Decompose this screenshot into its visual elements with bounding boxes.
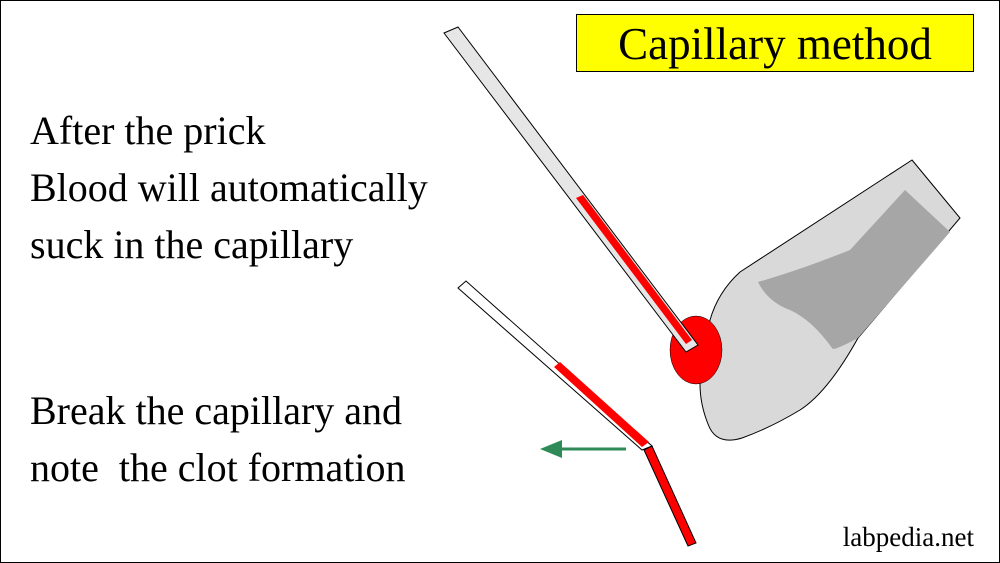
title-box: Capillary method	[576, 14, 974, 72]
capillary-tube-upper	[443, 26, 699, 353]
finger-illustration	[699, 159, 961, 441]
title-text: Capillary method	[618, 19, 932, 69]
broken-capillary-upper-piece	[457, 280, 653, 451]
caption-line: Blood will automatically	[30, 165, 428, 210]
broken-capillary-lower-piece	[643, 445, 697, 547]
caption-line: Break the capillary and	[30, 388, 403, 433]
left-arrow-icon	[540, 440, 626, 458]
blood-column-upper	[576, 195, 692, 344]
arrow-head	[540, 440, 562, 458]
caption-break: Break the capillary and note the clot fo…	[30, 382, 405, 496]
caption-line: note the clot formation	[30, 445, 406, 490]
blood-column-broken-upper	[554, 362, 649, 447]
caption-line: After the prick	[30, 108, 266, 153]
caption-line: suck in the capillary	[30, 222, 354, 267]
watermark-text: labpedia.net	[842, 522, 974, 552]
fingernail-shape	[758, 190, 950, 349]
caption-prick: After the prick Blood will automatically…	[30, 102, 428, 273]
